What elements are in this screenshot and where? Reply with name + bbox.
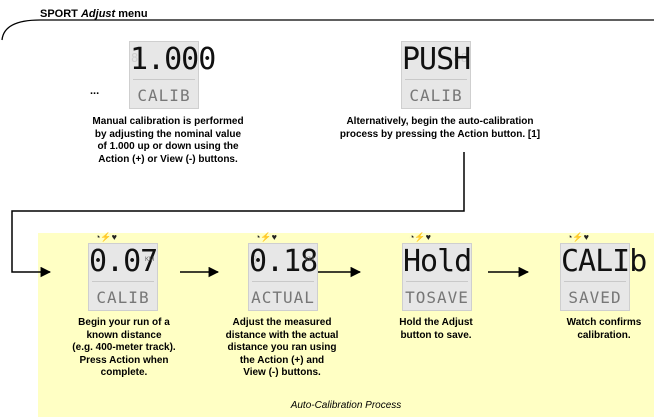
caption-line: distance you ran using [227,342,337,353]
menu-suffix: menu [118,8,148,20]
step2-caption: Adjust the measured distance with the ac… [214,317,350,380]
display-separator [252,281,314,282]
ghost-segments-right: 88 [453,51,468,65]
display-bottom-label: TOSAVE [405,288,469,307]
sport-icons: ◔⚡♥ [95,232,117,242]
caption-line: process by pressing the Action button. [… [339,128,541,140]
ghost-segments-left: 8 [250,253,258,267]
sport-icons: ◔⚡♥ [567,232,589,242]
display-bottom-label: ACTUAL [251,288,315,307]
menu-label: SPORT Adjust menu [40,8,148,20]
display-bottom-label: CALIB [96,288,150,307]
display-separator [133,79,195,80]
caption-line: by adjusting the nominal value [94,128,242,140]
caption-line: (e.g. 400-meter track). [72,342,176,353]
caption-line: Alternatively, begin the auto-calibratio… [346,116,534,127]
display-bottom-label: CALIB [137,86,191,105]
ellipsis: ... [90,85,100,97]
caption-line: Manual calibration is performed [92,116,244,127]
caption-line: View (-) buttons. [243,367,321,378]
menu-bracket [1,19,654,41]
ghost-segments-left: 8 [131,51,139,65]
caption-line: of 1.000 up or down using the [97,141,239,152]
display-top-value: 0.18 [249,244,318,279]
caption-line: button to save. [400,329,472,341]
auto-calibration-caption: Alternatively, begin the auto-calibratio… [320,116,560,141]
caption-line: Adjust the measured [232,317,332,328]
caption-line: calibration. [577,329,631,341]
manual-calibration-caption: Manual calibration is performed by adjus… [70,116,266,166]
process-title: Auto-Calibration Process [290,400,402,411]
auto-calibration-start-display: 88 PUSH CALIB [401,41,471,109]
caption-line: distance with the actual [225,329,339,341]
caption-line: Action (+) or View (-) buttons. [98,153,238,165]
display-bottom-label: CALIB [409,86,463,105]
caption-line: Begin your run of a [78,317,170,328]
display-separator [92,281,154,282]
step3-display: ◔⚡♥ Hold TOSAVE [402,232,472,311]
display-top-value: Hold [403,244,472,279]
display-separator [564,281,626,282]
unit-label-icon: KM [145,257,154,263]
display-separator [405,79,467,80]
sport-icons: ◔⚡♥ [409,232,431,242]
step3-caption: Hold the Adjust button to save. [384,317,488,342]
display-bottom-label: SAVED [568,288,622,307]
caption-line: Press Action when [79,354,169,366]
menu-name: Adjust [80,8,116,20]
step1-display: ◔⚡♥ 0.07 KM CALIB [88,232,158,311]
display-top-value: 0.07 [89,244,158,279]
unit-label-icon: KM [305,257,314,263]
step2-display: ◔⚡♥ 8 0.18 KM ACTUAL [248,232,318,311]
menu-prefix: SPORT [40,8,78,20]
connector-line [11,152,465,278]
caption-line: Watch confirms [566,317,642,328]
caption-line: known distance [86,329,162,341]
caption-line: complete. [100,367,148,378]
sport-icons: ◔⚡♥ [255,232,277,242]
step4-caption: Watch confirms calibration. [556,317,652,342]
step1-caption: Begin your run of a known distance (e.g.… [62,317,186,380]
display-separator [406,281,468,282]
display-top-value: CALIb [561,244,647,279]
step4-display: ◔⚡♥ CALIb SAVED [560,232,647,311]
caption-line: Hold the Adjust [399,317,473,328]
caption-line: the Action (+) and [239,354,325,366]
display-top-value: PUSH [402,42,471,77]
